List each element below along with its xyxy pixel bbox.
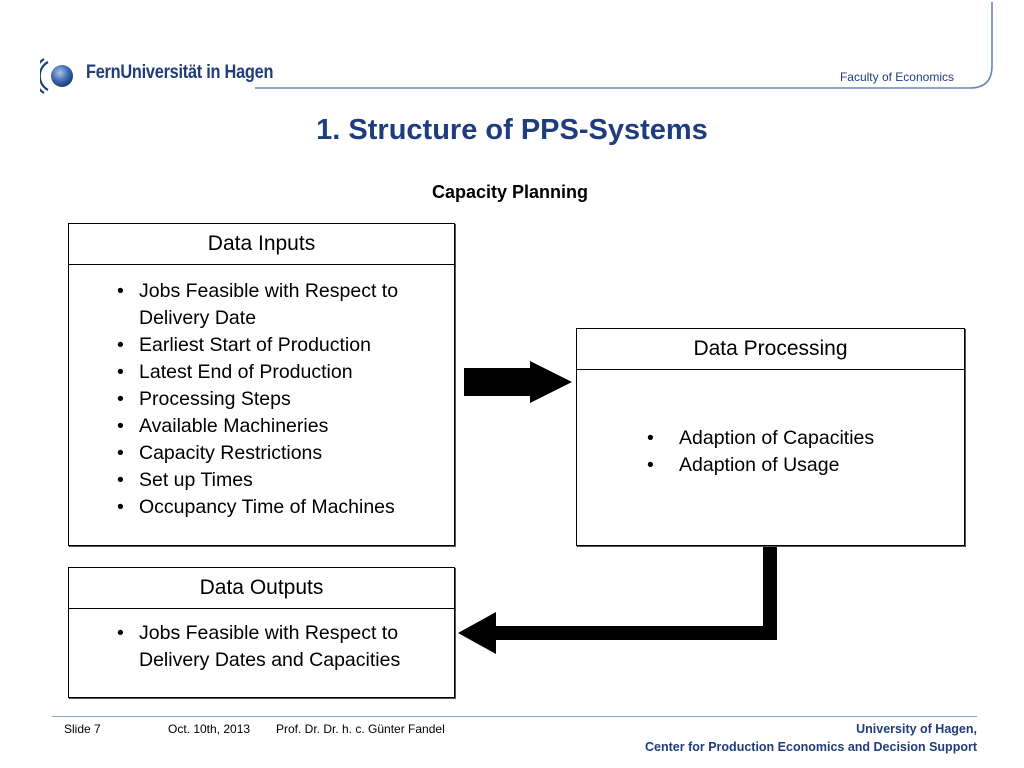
footer-divider — [52, 716, 977, 717]
data-inputs-heading: Data Inputs — [69, 224, 454, 265]
data-processing-list: Adaption of Capacities Adaption of Usage — [577, 425, 964, 479]
institution-line-2: Center for Production Economics and Deci… — [645, 740, 977, 754]
list-item: Capacity Restrictions — [117, 440, 454, 467]
data-outputs-box: Data Outputs Jobs Feasible with Respect … — [68, 567, 455, 698]
return-arrow-icon — [458, 547, 777, 654]
data-processing-heading: Data Processing — [577, 329, 964, 370]
footer-date: Oct. 10th, 2013 — [168, 722, 251, 736]
slide-number: Slide 7 — [64, 722, 101, 736]
arrow-right-icon — [464, 361, 572, 403]
data-outputs-heading: Data Outputs — [69, 568, 454, 609]
list-item: Available Machineries — [117, 413, 454, 440]
list-item: Adaption of Usage — [647, 452, 964, 479]
list-item: Processing Steps — [117, 386, 454, 413]
list-item: Adaption of Capacities — [647, 425, 964, 452]
data-processing-body: Adaption of Capacities Adaption of Usage — [577, 371, 964, 545]
list-item: Jobs Feasible with Respect to Delivery D… — [117, 278, 449, 332]
university-logo-icon — [40, 58, 73, 94]
footer-author: Prof. Dr. Dr. h. c. Günter Fandel — [276, 722, 445, 736]
faculty-label: Faculty of Economics — [839, 70, 954, 84]
list-item: Set up Times — [117, 467, 454, 494]
data-outputs-list: Jobs Feasible with Respect to Delivery D… — [69, 620, 454, 674]
university-name: FernUniversität in Hagen — [86, 62, 274, 83]
data-processing-box: Data Processing Adaption of Capacities A… — [576, 328, 965, 546]
data-outputs-body: Jobs Feasible with Respect to Delivery D… — [69, 610, 454, 697]
diagram-subtitle: Capacity Planning — [432, 182, 589, 202]
list-item: Occupancy Time of Machines — [117, 494, 454, 521]
institution-line-1: University of Hagen, — [856, 722, 977, 736]
data-inputs-list: Jobs Feasible with Respect to Delivery D… — [69, 278, 454, 521]
list-item: Jobs Feasible with Respect to Delivery D… — [117, 620, 449, 674]
list-item: Earliest Start of Production — [117, 332, 454, 359]
footer-institution: University of Hagen, Center for Producti… — [645, 720, 977, 756]
list-item: Latest End of Production — [117, 359, 454, 386]
data-inputs-body: Jobs Feasible with Respect to Delivery D… — [69, 266, 454, 545]
slide-title: 1. Structure of PPS-Systems — [316, 114, 708, 146]
data-inputs-box: Data Inputs Jobs Feasible with Respect t… — [68, 223, 455, 546]
header-curve-line — [255, 2, 993, 89]
